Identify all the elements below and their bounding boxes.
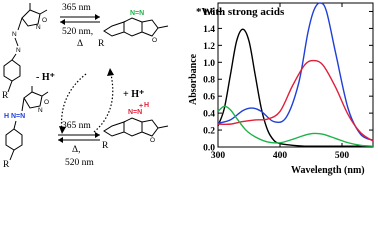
- label-365-bottom: 365 nm: [62, 121, 91, 131]
- atom-n-top: N: [36, 24, 41, 31]
- y-tick-label: 1.4: [203, 25, 215, 35]
- y-tick-label: 0.4: [203, 110, 215, 120]
- label-520-top: 520 nm,: [62, 27, 93, 37]
- label-365-top: 365 nm: [62, 3, 91, 13]
- label-minus-h: - H⁺: [36, 72, 55, 83]
- y-axis-label: Absorbance: [188, 53, 199, 105]
- y-tick-label: 0.0: [203, 144, 215, 154]
- x-tick-label: 400: [273, 151, 288, 161]
- azo-green-label: N=N: [130, 10, 144, 17]
- atom-o-bottom-right: O: [150, 137, 155, 144]
- azo-red-label: N=N: [128, 109, 142, 116]
- x-axis-label: Wavelength (nm): [291, 165, 365, 176]
- chart-annotation: *With strong acids: [196, 6, 285, 18]
- atom-r-top-right: R: [98, 39, 105, 49]
- proton-h-label: H: [144, 102, 149, 109]
- molecule-bottom-right: N=N H + O R: [102, 102, 169, 151]
- reaction-scheme: N O N N R N=N O R 365 nm 520 nm, Δ - H⁺: [2, 3, 169, 170]
- atom-r-bottom-right: R: [102, 141, 109, 151]
- plot-area-border: [217, 2, 374, 148]
- y-tick-label: 1.2: [203, 42, 215, 52]
- series-line-1: [217, 2, 374, 141]
- molecule-bottom-left: N O H N=N R: [3, 86, 49, 170]
- series-line-3: [217, 105, 374, 147]
- top-equilibrium: 365 nm 520 nm, Δ: [60, 3, 100, 49]
- y-tick-label: 0.2: [203, 127, 215, 137]
- proton-cycle: - H⁺ + H⁺: [36, 68, 144, 134]
- label-heat-top: Δ: [77, 39, 83, 49]
- atom-r-bottom-left: R: [3, 160, 10, 170]
- label-heat-bottom: Δ,: [72, 145, 80, 155]
- atom-o-bottom: O: [44, 99, 49, 106]
- series-line-0: [217, 28, 373, 147]
- y-tick-label: 1.0: [203, 59, 215, 69]
- azo-blue-label: H N=N: [4, 113, 25, 120]
- label-520-bottom: 520 nm: [65, 158, 94, 168]
- atom-n1: N: [12, 31, 17, 38]
- plus-charge: +: [139, 103, 143, 110]
- atom-n2: N: [16, 47, 21, 54]
- molecule-top-right: N=N O R: [98, 10, 169, 49]
- atom-n-bottom: N: [38, 107, 43, 114]
- series-line-2: [217, 59, 374, 142]
- absorbance-chart: 0.0 0.2 0.4 0.6 0.8 1.0 1.2 1.4 1.6 300 400 500 *Wi…: [188, 2, 374, 176]
- atom-r-top-left: R: [2, 91, 9, 101]
- x-tick-label: 300: [211, 151, 226, 161]
- label-plus-h: + H⁺: [123, 89, 144, 100]
- molecule-top-left: N O N N R: [2, 3, 48, 101]
- y-tick-label: 0.6: [203, 93, 215, 103]
- atom-o-top-right: O: [152, 37, 157, 44]
- chart-series: [217, 2, 374, 147]
- y-tick-label: 1.6: [203, 8, 215, 18]
- bottom-equilibrium: 365 nm Δ, 520 nm: [58, 121, 100, 168]
- chart-frame: [217, 2, 374, 148]
- x-tick-label: 500: [335, 151, 350, 161]
- atom-o-top: O: [42, 17, 47, 24]
- chart-ticks: 0.0 0.2 0.4 0.6 0.8 1.0 1.2 1.4 1.6 300 400 500: [203, 3, 373, 161]
- y-tick-label: 0.8: [203, 76, 215, 86]
